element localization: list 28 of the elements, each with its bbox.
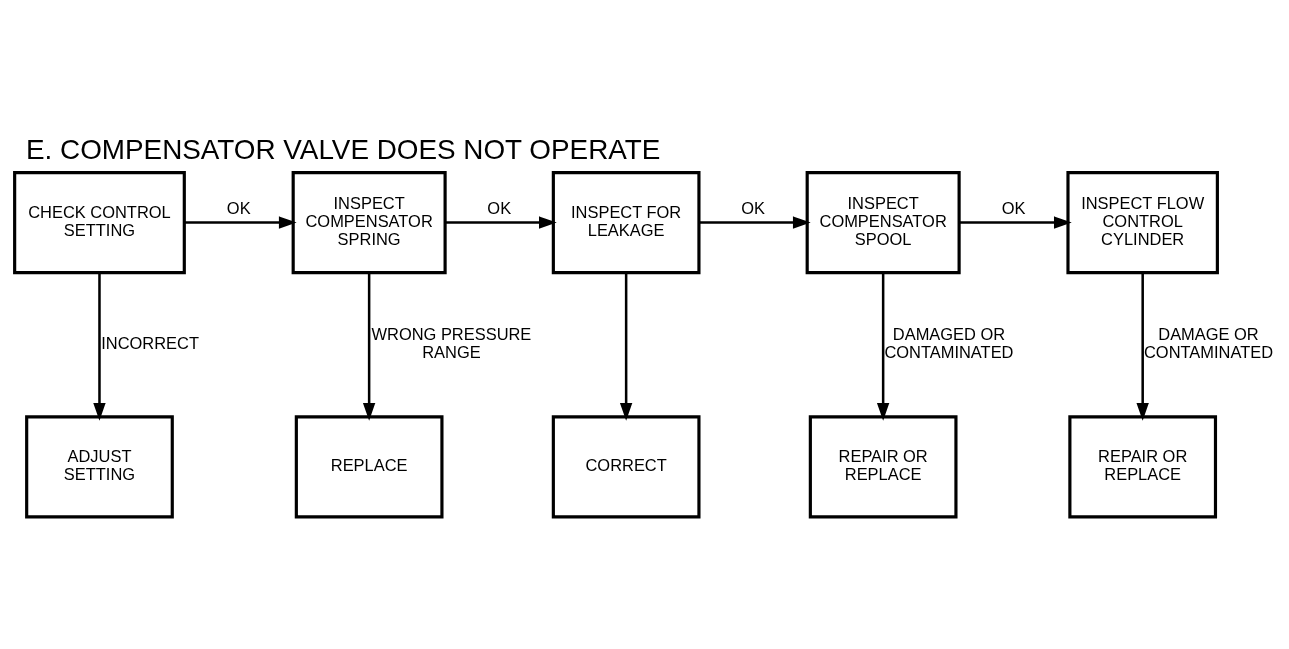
diagram-title: E. COMPENSATOR VALVE DOES NOT OPERATE [26,134,661,166]
edge-label: OK [487,199,512,218]
edge-label: OK [741,199,765,218]
arrow [619,272,633,421]
arrow [362,272,376,421]
arrow [445,216,557,229]
node-box: INSPECT FLOW CONTROL CYLINDER [1066,171,1219,275]
edge-label: DAMAGE OR CONTAMINATED [1143,325,1274,361]
node-box: CORRECT [551,415,701,519]
node-box: ADJUST SETTING [25,415,174,519]
arrow [959,216,1072,229]
arrow [1136,272,1149,421]
edge-label: INCORRECT [101,334,199,353]
node-box: REPAIR OR REPLACE [1068,415,1218,519]
arrow [876,272,890,421]
edge-label: WRONG PRESSURE RANGE [371,325,532,361]
arrow [93,272,106,421]
edge-label: OK [226,199,251,218]
node-box: INSPECT COMPENSATOR SPOOL [805,171,961,275]
node-box: INSPECT FOR LEAKAGE [551,171,701,275]
node-box: REPAIR OR REPLACE [808,415,958,519]
arrow [699,216,811,229]
node-box: CHECK CONTROL SETTING [13,171,186,275]
arrow [184,216,297,229]
node-box: REPLACE [294,415,444,519]
edge-label: DAMAGED OR CONTAMINATED [884,325,1014,361]
node-box: INSPECT COMPENSATOR SPRING [291,171,447,275]
edge-label: OK [1001,199,1026,218]
